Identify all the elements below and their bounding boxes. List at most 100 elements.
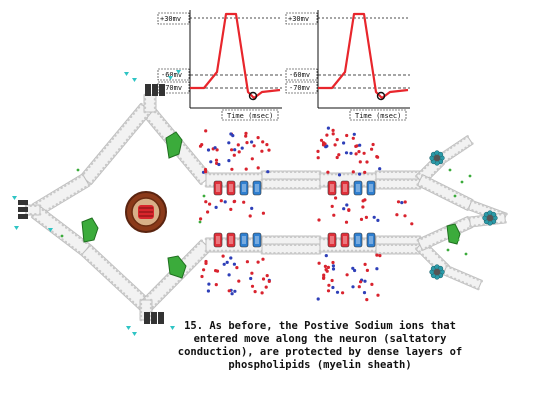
sodium-ion (331, 128, 335, 132)
sodium-ion (357, 285, 361, 289)
cyan-marker (170, 326, 175, 330)
tick-threshold: -60mv (289, 71, 310, 79)
sodium-ion (363, 170, 367, 174)
sodium-ion (230, 167, 234, 171)
sodium-ion (330, 204, 334, 208)
cyan-marker (176, 70, 181, 74)
sodium-ion (317, 261, 321, 265)
receptor-clusters (18, 84, 165, 324)
potassium-ion (207, 282, 211, 286)
potassium-ion (378, 167, 382, 171)
action-potential-graph-2: +30mv -60mv -70mv Time (msec) (285, 10, 410, 121)
potassium-ion (349, 151, 353, 155)
sodium-ion (330, 278, 334, 283)
sodium-ion (267, 148, 271, 152)
sodium-ion (256, 136, 260, 140)
sodium-ion (244, 134, 248, 138)
sodium-ion (248, 214, 252, 218)
sodium-ion (337, 153, 341, 157)
potassium-ion (335, 290, 340, 294)
sodium-ion (345, 273, 349, 277)
potassium-ion (227, 159, 231, 163)
sodium-ion (327, 283, 331, 287)
sodium-ion (235, 266, 239, 270)
sodium-ion (341, 291, 345, 295)
potassium-ion (227, 141, 231, 145)
potassium-ion (400, 201, 404, 205)
potassium-ion (225, 260, 229, 264)
potassium-ion (362, 291, 367, 295)
neurotransmitter-dot (468, 174, 472, 178)
neurotransmitter-dot (446, 248, 450, 252)
sodium-ion (267, 279, 271, 283)
sodium-ion (204, 170, 208, 174)
sodium-ion (229, 207, 233, 211)
sodium-ion (237, 150, 241, 154)
membrane-band (374, 243, 422, 255)
ion-channel (226, 232, 236, 248)
receptor-flower (482, 210, 498, 226)
sodium-ion (364, 215, 368, 219)
ion-channel (239, 180, 249, 196)
sodium-ion (323, 142, 327, 146)
sodium-ion (204, 200, 208, 204)
potassium-ion (222, 262, 226, 266)
potassium-ion (217, 162, 221, 167)
sodium-ion (355, 144, 359, 148)
sodium-ion (204, 129, 208, 133)
sodium-ion (351, 170, 355, 174)
membrane-band (80, 244, 152, 312)
sodium-ion (261, 257, 265, 261)
ion-channels (213, 180, 376, 248)
sodium-ion (245, 141, 249, 145)
potassium-ion (227, 273, 231, 277)
sodium-ion (221, 254, 225, 258)
potassium-ion (250, 140, 254, 144)
neurotransmitter-markers (12, 70, 181, 336)
neurotransmitter-dot (460, 180, 464, 184)
axon-terminals (429, 150, 498, 280)
potassium-ion (358, 172, 362, 176)
potassium-ion (232, 262, 236, 266)
sodium-ion (261, 211, 265, 215)
potassium-ion (213, 146, 217, 150)
potassium-ion (331, 285, 335, 290)
sodium-ion (370, 147, 374, 151)
sodium-ion (370, 282, 374, 286)
potassium-ion (206, 148, 211, 152)
potassium-ion (331, 267, 336, 271)
sodium-ion (363, 198, 367, 202)
sodium-ion (359, 280, 363, 284)
sodium-ion (214, 269, 218, 273)
sodium-ion (335, 155, 339, 160)
membrane-protein (165, 131, 183, 159)
potassium-ion (363, 279, 367, 283)
green-proteins (81, 131, 461, 279)
ion-channel (340, 180, 350, 196)
sodium-ion (395, 213, 399, 217)
sodium-ion (322, 275, 326, 279)
potassium-ion (266, 170, 270, 174)
sodium-ion (325, 269, 329, 273)
sodium-ion (244, 167, 248, 171)
sodium-ion (363, 262, 367, 266)
tick-threshold: -60mv (161, 71, 182, 79)
soma (125, 191, 167, 233)
ion-channel (239, 232, 249, 248)
hyperpolarization-marker (376, 91, 386, 101)
ion-channel (327, 180, 337, 196)
sodium-ion (260, 291, 264, 295)
sodium-ion (371, 142, 375, 147)
neurotransmitter-dot (202, 194, 206, 198)
sodium-ion (316, 149, 320, 153)
potassium-ion (324, 254, 328, 258)
membrane-band (374, 178, 422, 190)
sodium-ion (362, 151, 366, 155)
sodium-ion (253, 290, 257, 294)
tick-resting: -70mv (161, 84, 182, 92)
potassium-ion (240, 146, 244, 150)
sodium-ion (396, 200, 401, 204)
sodium-ion (378, 254, 382, 258)
potassium-ion (342, 141, 346, 145)
sodium-ion (227, 289, 231, 293)
